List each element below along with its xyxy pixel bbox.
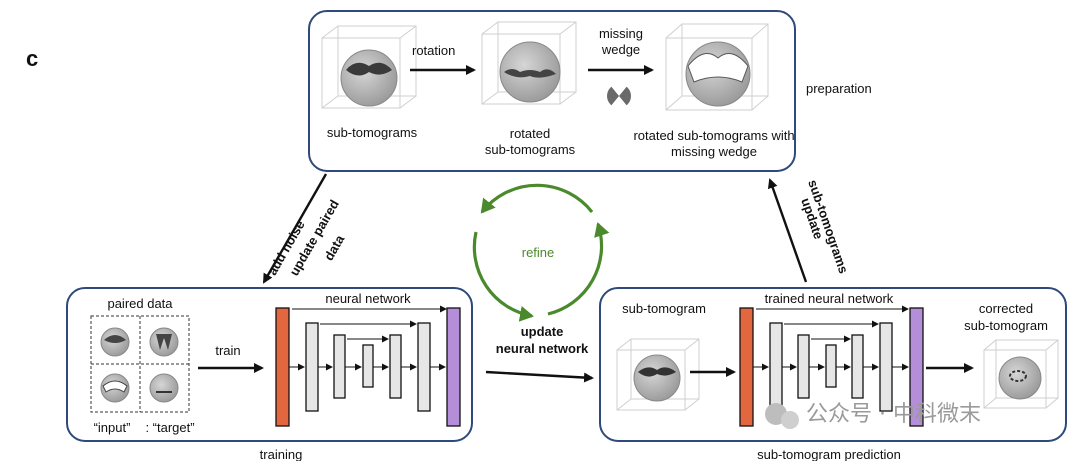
- subtomograms-label: sub-tomograms: [327, 125, 418, 140]
- missing-label-2: wedge: [601, 42, 640, 57]
- subtomogram-volume: [321, 25, 417, 109]
- update-nn-arrow: [485, 370, 594, 383]
- preparation-panel: sub-tomograms rotation rotated sub-tomog…: [308, 10, 796, 172]
- corrected-subtomogram-volume: [983, 339, 1059, 409]
- watermark: 公众号 · 中科微末: [765, 402, 981, 429]
- missing-wedge-icon: [607, 80, 631, 112]
- panel-letter: c: [26, 46, 38, 71]
- rotated-volume: [481, 21, 577, 105]
- prediction-panel: sub-tomogram trained neural network: [599, 287, 1067, 442]
- neural-network-label: neural network: [325, 291, 411, 306]
- watermark-text: 公众号 · 中科微末: [806, 402, 981, 427]
- update-subtomograms-arrow: [767, 178, 808, 283]
- trained-nn-label: trained neural network: [765, 291, 894, 306]
- update-nn-label-1: update: [521, 324, 564, 339]
- corrected-label-2: sub-tomogram: [964, 318, 1048, 333]
- input-label: “input”: [94, 420, 131, 435]
- rotated-mw-label-1: rotated sub-tomograms with: [633, 128, 794, 143]
- update-paired-label-2: data: [321, 232, 348, 263]
- unet-training: [275, 305, 461, 427]
- unet-prediction: [739, 305, 924, 427]
- corrected-label-1: corrected: [979, 301, 1033, 316]
- paired-data-label: paired data: [107, 296, 173, 311]
- prediction-label: sub-tomogram prediction: [757, 447, 901, 461]
- target-label: : “target”: [145, 420, 194, 435]
- missing-wedge-volume: [665, 23, 769, 111]
- rotation-label: rotation: [412, 43, 455, 58]
- update-nn-label-2: neural network: [496, 341, 589, 356]
- training-panel: paired data “input” : “target” train neu…: [66, 287, 473, 442]
- refine-label: refine: [522, 245, 555, 260]
- add-noise-arrow: [262, 173, 328, 284]
- subtomogram-label: sub-tomogram: [622, 301, 706, 316]
- input-subtomogram-volume: [616, 338, 700, 411]
- preparation-label: preparation: [806, 81, 872, 96]
- rotated-label-2: sub-tomograms: [485, 142, 576, 157]
- rotated-mw-label-2: missing wedge: [671, 144, 757, 159]
- rotated-label-1: rotated: [510, 126, 550, 141]
- paired-data-grid: [90, 315, 190, 413]
- refine-cycle: [472, 183, 610, 322]
- training-label: training: [260, 447, 303, 461]
- train-label: train: [215, 343, 240, 358]
- missing-label-1: missing: [599, 26, 643, 41]
